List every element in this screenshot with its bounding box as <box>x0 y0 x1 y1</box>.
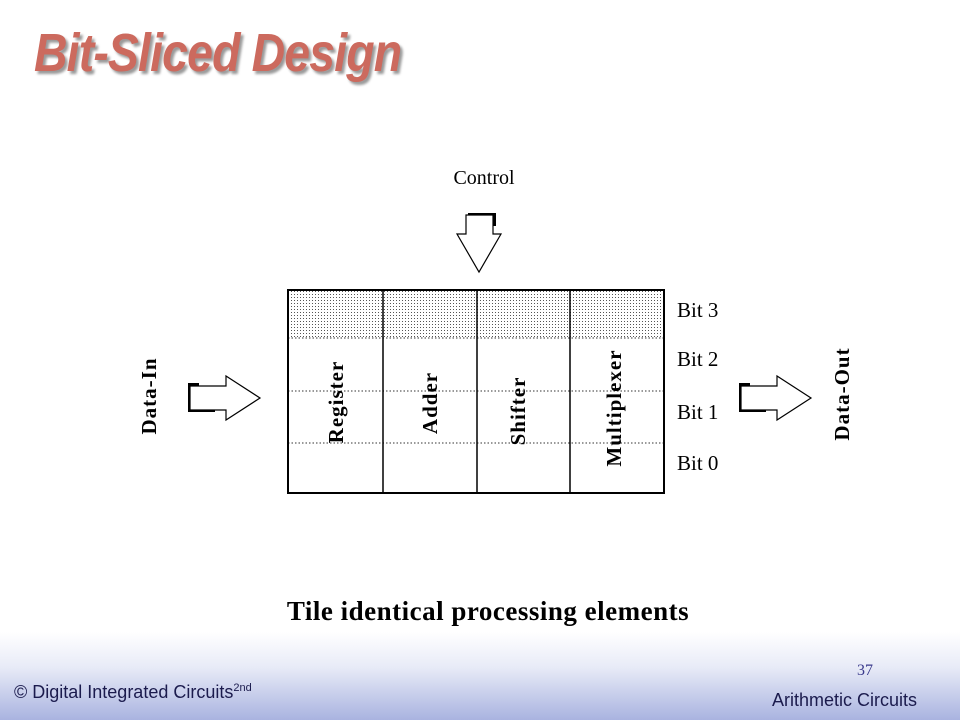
footer-band <box>0 632 960 720</box>
data-out-arrow-icon <box>739 374 813 422</box>
row-label-bit2: Bit 2 <box>677 347 718 371</box>
page-number: 37 <box>857 662 873 679</box>
column-label-multiplexer: Multiplexer <box>602 349 626 466</box>
grid-border <box>287 289 665 494</box>
footer-copyright: © Digital Integrated Circuits2nd <box>14 682 252 703</box>
row-label-bit0: Bit 0 <box>677 451 718 475</box>
data-in-arrow-icon <box>188 374 262 422</box>
column-label-shifter: Shifter <box>506 377 530 446</box>
bit3-shaded-row <box>288 290 664 338</box>
slide-title: Bit-Sliced Design <box>34 23 402 83</box>
diagram-caption: Tile identical processing elements <box>287 596 689 626</box>
footer-copyright-text: © Digital Integrated Circuits <box>14 682 234 702</box>
footer-section-title: Arithmetic Circuits <box>772 690 918 710</box>
data-out-label: Data-Out <box>830 347 854 440</box>
row-label-bit3: Bit 3 <box>677 298 718 322</box>
footer-superscript: 2nd <box>233 682 252 694</box>
slice-grid <box>287 289 665 494</box>
column-label-adder: Adder <box>418 372 442 434</box>
data-in-label: Data-In <box>137 357 161 434</box>
control-label: Control <box>453 167 515 189</box>
control-arrow-icon <box>455 213 503 274</box>
row-label-bit1: Bit 1 <box>677 400 718 424</box>
column-label-register: Register <box>324 361 348 444</box>
